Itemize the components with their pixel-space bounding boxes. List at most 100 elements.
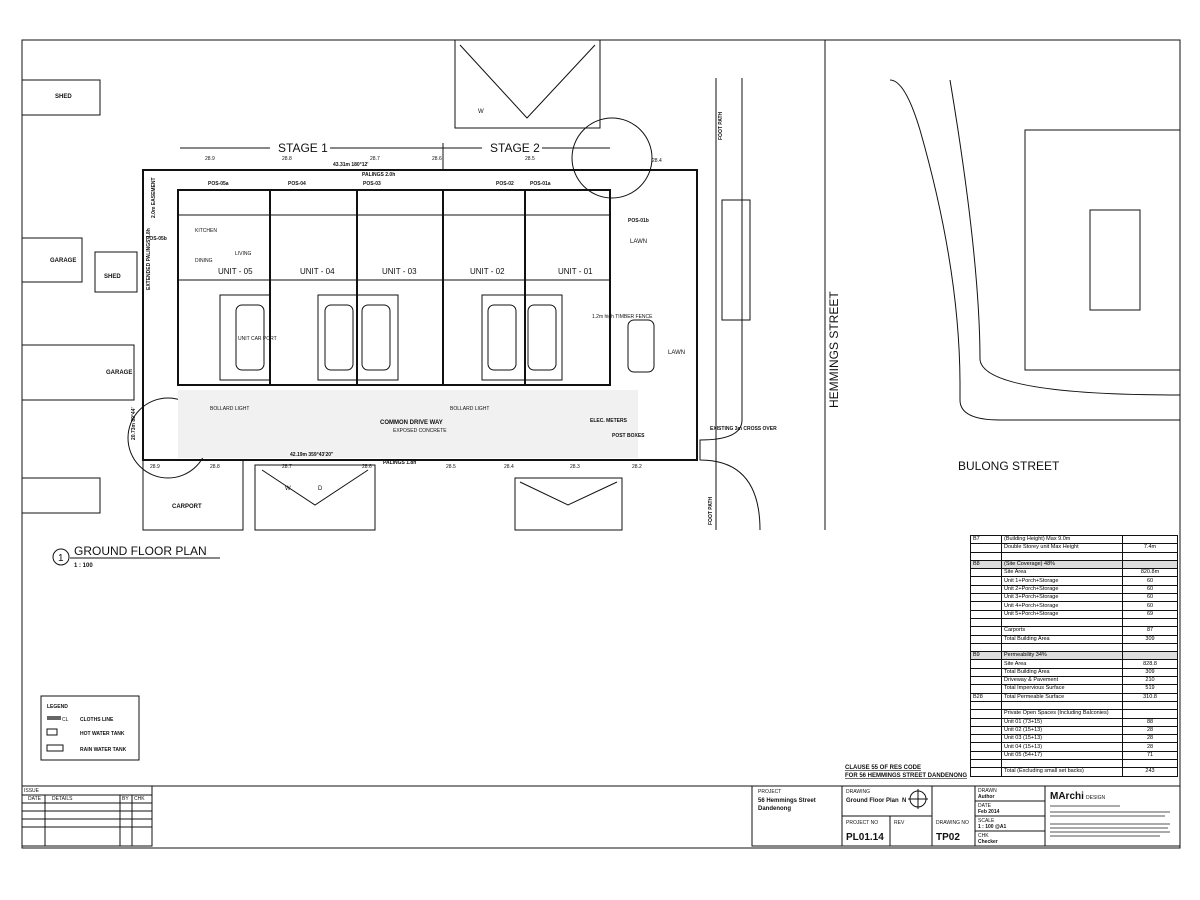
item-cell bbox=[1001, 700, 1123, 711]
scale-value: 1 : 100 @A1 bbox=[978, 824, 1006, 830]
pos-label: POS-05b bbox=[146, 236, 167, 242]
clause-cell bbox=[970, 734, 1002, 744]
spot-level: 28.4 bbox=[504, 464, 514, 470]
clause-cell bbox=[970, 667, 1002, 678]
legend-item: RAIN WATER TANK bbox=[80, 747, 127, 753]
value-cell bbox=[1122, 617, 1178, 628]
rev-col: BY bbox=[122, 796, 129, 802]
drawing-no-label: DRAWING NO bbox=[936, 820, 969, 826]
spot-level: 28.5 bbox=[446, 464, 456, 470]
table-row: Unit 05 (54+17)71 bbox=[970, 750, 1178, 761]
value-cell bbox=[1122, 559, 1178, 570]
elec-meters-label: ELEC. METERS bbox=[590, 418, 628, 424]
clause-cell: B7 bbox=[970, 534, 1002, 545]
table-row: B7(Building Height) Max 9.0m bbox=[970, 534, 1178, 545]
clause-cell bbox=[970, 584, 1002, 595]
clause-cell bbox=[970, 725, 1002, 736]
door-mark: D bbox=[318, 486, 323, 492]
window-mark: W bbox=[285, 486, 291, 492]
project-label: PROJECT bbox=[758, 789, 781, 795]
shed-label: SHED bbox=[104, 274, 121, 280]
value-cell bbox=[1122, 651, 1178, 661]
project-name: 56 Hemmings Street bbox=[758, 798, 816, 804]
bollard-label: BOLLARD LIGHT bbox=[450, 406, 489, 412]
palings-bottom: PALINGS 1.8h bbox=[383, 460, 416, 466]
item-cell bbox=[1001, 617, 1123, 628]
rev-label: REV bbox=[894, 820, 905, 826]
value-cell: 60 bbox=[1122, 576, 1178, 586]
legend-item: CLOTHS LINE bbox=[80, 717, 114, 723]
clause-cell bbox=[970, 642, 1002, 653]
table-row bbox=[970, 700, 1178, 711]
spot-level: 28.5 bbox=[525, 156, 535, 162]
table-row: Private Open Spaces (Including Balconies… bbox=[970, 709, 1178, 719]
value-cell: 28 bbox=[1122, 742, 1178, 752]
item-cell: Unit 4+Porch+Storage bbox=[1001, 601, 1123, 611]
side-dimension: 20.73m 89°44' bbox=[131, 407, 137, 440]
carport-label: CARPORT bbox=[172, 504, 202, 510]
clause-cell bbox=[970, 601, 1002, 611]
clause-cell bbox=[970, 626, 1002, 636]
item-cell: Permeability 34% bbox=[1001, 651, 1123, 661]
clause-cell bbox=[970, 551, 1002, 561]
table-row: Unit 01 (73+15)88 bbox=[970, 717, 1178, 727]
rev-col: DATE bbox=[28, 796, 42, 802]
item-cell: Unit 03 (15+13) bbox=[1001, 734, 1123, 744]
drawing-number: 1 bbox=[58, 553, 64, 564]
sheet-border bbox=[21, 39, 1181, 849]
table-row bbox=[970, 642, 1178, 653]
hemmings-street-label: HEMMINGS STREET bbox=[827, 291, 841, 408]
site-boundary bbox=[142, 169, 698, 461]
clause-cell bbox=[970, 568, 1002, 578]
project-no-label: PROJECT NO bbox=[846, 820, 878, 826]
clause-cell bbox=[970, 634, 1002, 644]
clause-cell bbox=[970, 684, 1002, 694]
drawing-label: DRAWING bbox=[846, 789, 870, 795]
rev-col: DETAILS bbox=[52, 796, 73, 802]
clause-cell bbox=[970, 750, 1002, 761]
table-row bbox=[970, 551, 1178, 561]
clause-cell bbox=[970, 709, 1002, 719]
garage-label: GARAGE bbox=[106, 370, 132, 376]
drawing-number: TP02 bbox=[936, 832, 960, 843]
clause-cell bbox=[970, 717, 1002, 727]
value-cell: 60 bbox=[1122, 593, 1178, 603]
title-block bbox=[21, 785, 1181, 847]
driveway-hatch bbox=[178, 390, 638, 458]
clause-cell: B9 bbox=[970, 651, 1002, 661]
clause-cell bbox=[970, 767, 1002, 777]
window-mark: W bbox=[478, 109, 484, 115]
value-cell: 310.8 bbox=[1122, 692, 1178, 702]
item-cell: Unit 02 (15+13) bbox=[1001, 725, 1123, 736]
stage-1-label: STAGE 1 bbox=[278, 141, 328, 155]
spot-level: 28.7 bbox=[282, 464, 292, 470]
item-cell: Total Building Area bbox=[1001, 667, 1123, 678]
item-cell: (Building Height) Max 9.0m bbox=[1001, 534, 1123, 545]
legend-box bbox=[40, 695, 140, 761]
spot-level: 28.2 bbox=[632, 464, 642, 470]
common-driveway-label: COMMON DRIVE WAY bbox=[380, 420, 443, 426]
spot-level: 28.9 bbox=[205, 156, 215, 162]
table-row: Total (Excluding small set backs)243 bbox=[970, 767, 1178, 777]
project-location: Dandenong bbox=[758, 806, 791, 812]
units bbox=[177, 189, 655, 386]
room-label: DINING bbox=[195, 258, 213, 264]
item-cell: Unit 3+Porch+Storage bbox=[1001, 593, 1123, 603]
drawing-scale: 1 : 100 bbox=[74, 563, 93, 569]
value-cell: 71 bbox=[1122, 750, 1178, 761]
table-row: Unit 04 (15+13)28 bbox=[970, 742, 1178, 752]
value-cell: 87 bbox=[1122, 626, 1178, 636]
item-cell: Unit 04 (15+13) bbox=[1001, 742, 1123, 752]
hot-water-tank-icon bbox=[46, 728, 58, 736]
table-caption: CLAUSE 55 OF RES CODE bbox=[845, 765, 921, 771]
clause-cell bbox=[970, 700, 1002, 711]
item-cell: Unit 05 (54+17) bbox=[1001, 750, 1123, 761]
value-cell: 60 bbox=[1122, 584, 1178, 595]
pos-label: POS-01a bbox=[530, 181, 551, 187]
